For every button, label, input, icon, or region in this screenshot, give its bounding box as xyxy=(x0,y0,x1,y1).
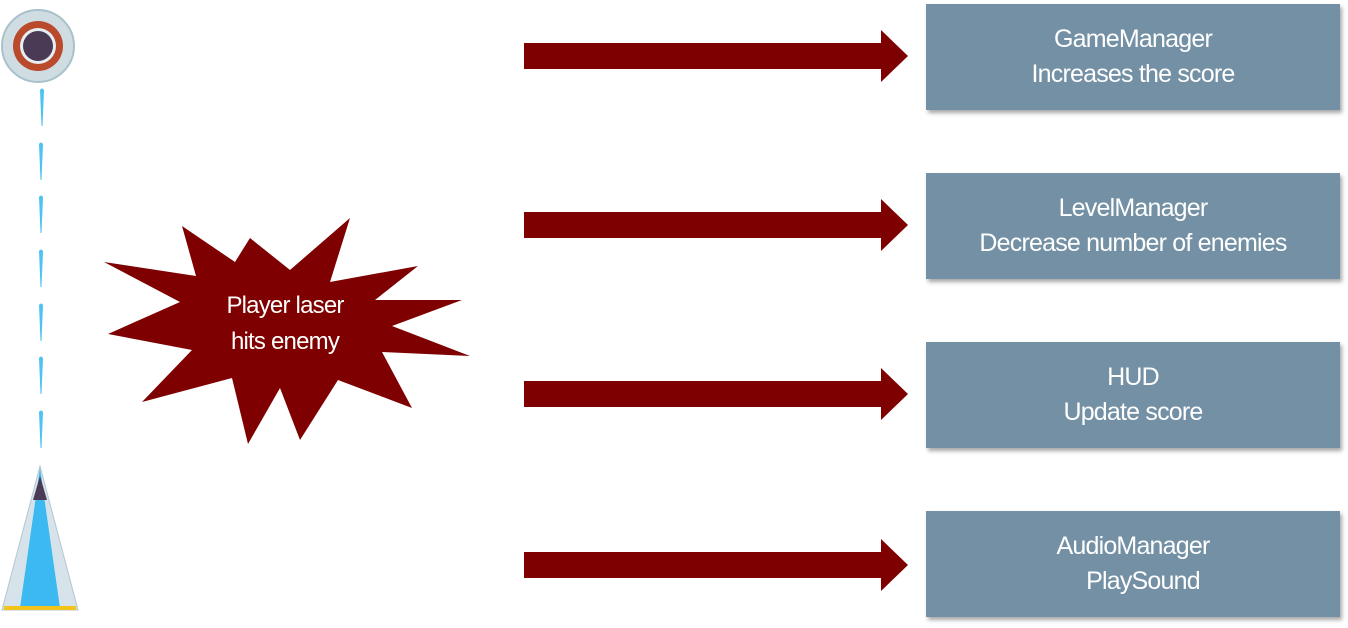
hud-box: HUD Update score xyxy=(926,342,1340,448)
box-title: AudioManager xyxy=(1056,532,1210,560)
box-action: Increases the score xyxy=(1031,60,1236,88)
burst-line-2: hits enemy xyxy=(230,328,340,355)
arrow-to-hud xyxy=(524,368,908,420)
box-action: Update score xyxy=(1063,398,1203,426)
box-action: PlaySound xyxy=(1086,567,1201,595)
levelmanager-box: LevelManager Decrease number of enemies xyxy=(926,173,1340,279)
box-title: LevelManager xyxy=(1058,194,1209,222)
box-title: HUD xyxy=(1107,363,1160,391)
box-title: GameManager xyxy=(1054,25,1213,53)
gamemanager-box: GameManager Increases the score xyxy=(926,4,1340,110)
arrow-to-levelmanager xyxy=(524,199,908,251)
player-ship-icon xyxy=(1,464,79,611)
audiomanager-box: AudioManager PlaySound xyxy=(926,511,1340,617)
burst-line-1: Player laser xyxy=(226,292,344,319)
box-action: Decrease number of enemies xyxy=(979,229,1287,257)
laser-shots xyxy=(39,88,44,448)
burst-label: Player laser hits enemy xyxy=(190,288,380,360)
arrow-to-audiomanager xyxy=(524,539,908,591)
arrows xyxy=(524,30,908,591)
enemy-ship-icon xyxy=(1,9,75,83)
arrow-to-gamemanager xyxy=(524,30,908,82)
explosion-burst xyxy=(104,218,470,444)
